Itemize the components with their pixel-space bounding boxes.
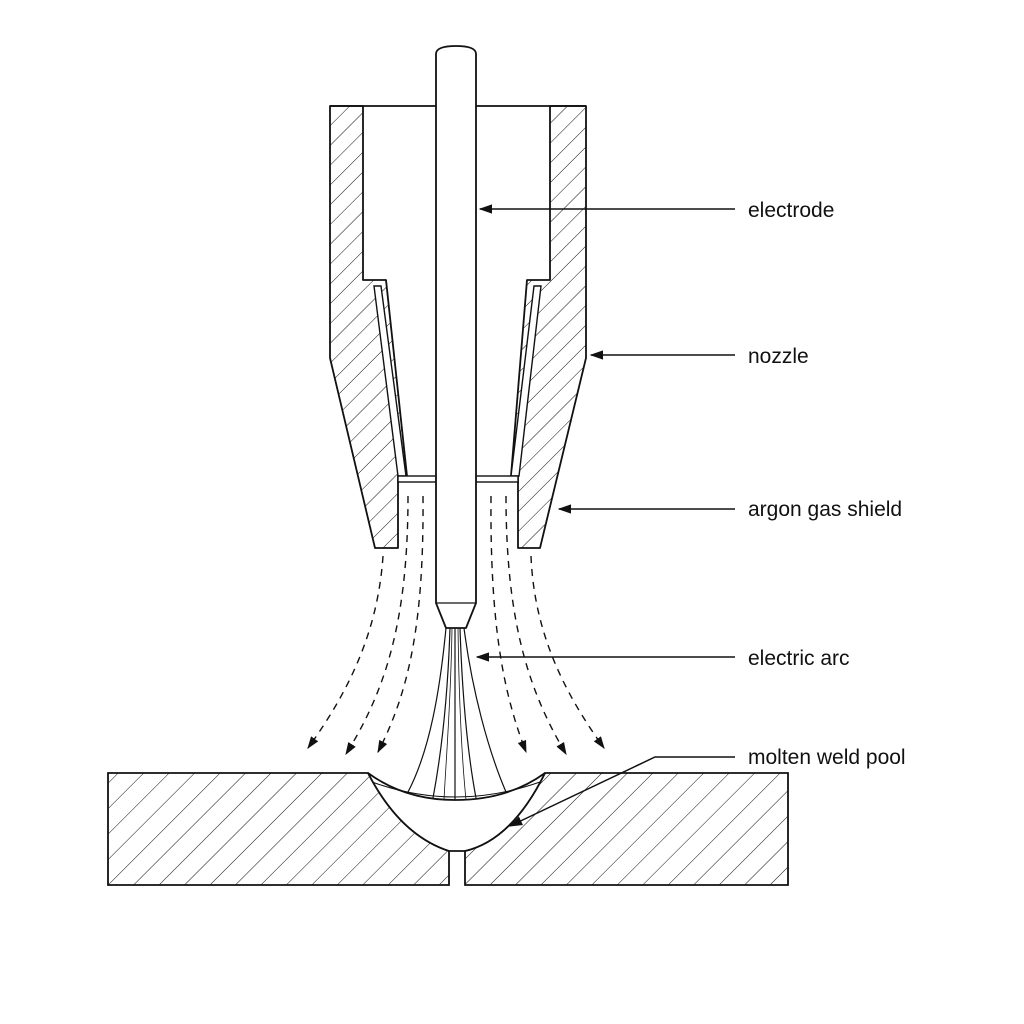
nozzle-left-wall <box>329 105 408 549</box>
label-electrode: electrode <box>748 199 835 222</box>
collet-right <box>475 475 519 483</box>
leader-molten-weld-pool <box>508 756 735 827</box>
nozzle <box>329 105 587 549</box>
electrode-rod <box>435 45 477 629</box>
gas-lens-right <box>510 285 542 477</box>
label-nozzle: nozzle <box>748 345 809 368</box>
label-electric-arc: electric arc <box>748 647 850 670</box>
electrode <box>435 45 477 629</box>
label-argon-gas-shield: argon gas shield <box>748 498 903 521</box>
electric-arc <box>407 627 507 801</box>
nozzle-right-wall <box>510 105 587 549</box>
label-molten-weld-pool: molten weld pool <box>748 746 906 769</box>
weld-pool-body <box>367 772 546 852</box>
leader-lines <box>475 204 735 827</box>
collet-left <box>397 475 437 483</box>
argon-gas-flow <box>307 495 605 756</box>
